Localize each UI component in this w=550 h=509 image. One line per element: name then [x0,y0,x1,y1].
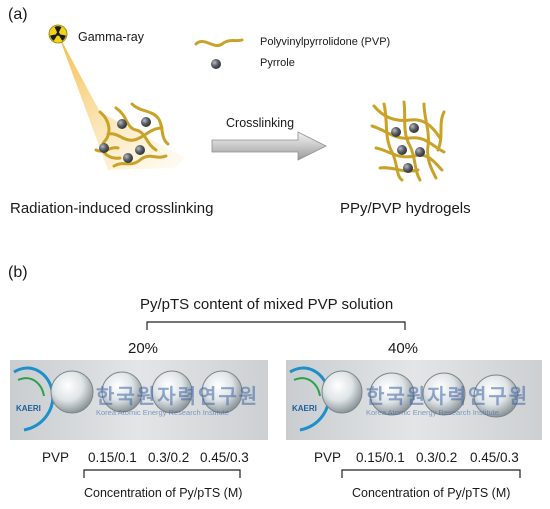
gel-pvp [50,370,94,414]
hydrogel-photo-40pct [286,360,542,440]
panel-a-label: (a) [8,6,28,23]
pvp-network-crosslinked [370,100,446,182]
left-caption: Radiation-induced crosslinking [10,200,214,217]
gel-045 [201,370,243,414]
legend-pvp-label: Polyvinylpyrrolidone (PVP) [260,36,391,48]
concentration-label-left: Concentration of Py/pTS (M) [84,486,243,500]
sample-label: 0.15/0.1 [356,450,405,465]
radiation-icon [48,24,68,44]
gel-pvp-40 [321,370,363,414]
logo-text-right: KAERI [292,404,317,413]
gel-03-40 [422,372,466,416]
gamma-ray-label: Gamma-ray [78,30,144,44]
pyrrole-particles-left [99,117,151,163]
panel-b-title: Py/pTS content of mixed PVP solution [140,296,394,313]
gel-015 [101,371,143,413]
group-label-40: 40% [388,340,419,357]
sample-label: 0.45/0.3 [200,450,249,465]
watermark-english-left: Korea Atomic Energy Research Institute [96,408,229,417]
concentration-bracket-right [341,469,521,478]
pyrrole-particles-right [391,123,425,173]
panel-b-label: (b) [8,264,28,281]
hydrogel-photo-20pct [10,360,268,440]
crosslinking-arrow [211,131,327,161]
sample-label: 0.3/0.2 [416,450,458,465]
gel-015-40 [369,372,415,416]
sample-label: 0.3/0.2 [148,450,190,465]
right-caption: PPy/PVP hydrogels [340,200,471,217]
watermark-english-right: Korea Atomic Energy Research Institute [366,408,499,417]
legend-pvp-chain-icon [194,38,244,47]
gel-045-40 [473,374,519,418]
sample-label: PVP [42,450,70,465]
gamma-beam [58,34,185,170]
group-label-20: 20% [128,340,159,357]
concentration-label-right: Concentration of Py/pTS (M) [352,486,511,500]
legend-pyrrole-label: Pyrrole [260,57,295,69]
watermark-korean-left: 한국원자력연구원 [96,386,260,408]
sample-label: PVP [314,450,342,465]
group-bracket [146,321,406,330]
crosslinking-label: Crosslinking [226,116,295,130]
sample-label: 0.15/0.1 [88,450,137,465]
sample-label: 0.45/0.3 [470,450,519,465]
gel-03 [151,370,193,414]
concentration-bracket-left [83,469,241,478]
logo-text-left: KAERI [16,404,41,413]
watermark-korean-right: 한국원자력연구원 [366,386,530,408]
legend-pyrrole-icon [211,59,221,69]
